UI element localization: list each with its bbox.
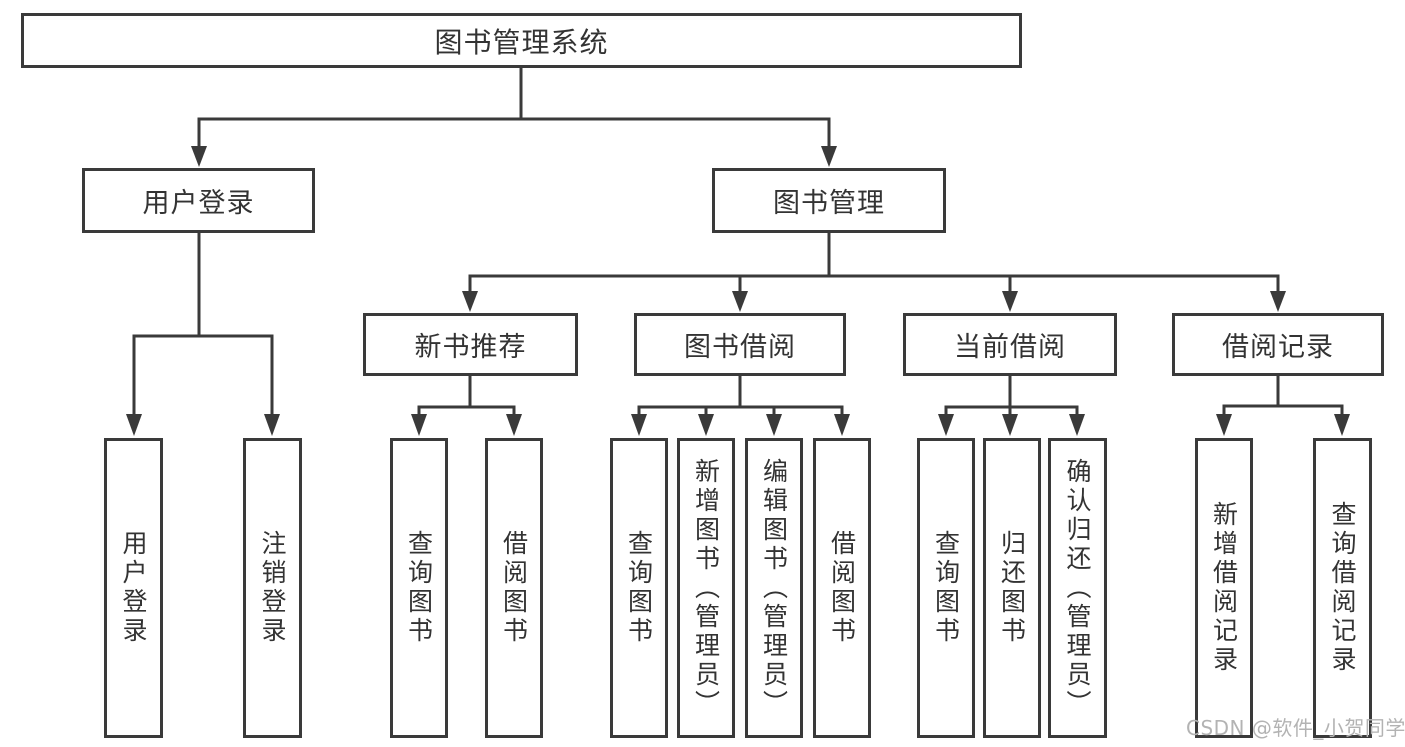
leaf-query-books-recommend: 查询图书 [390,438,448,738]
leaf-edit-book-admin: 编辑图书（管理员） [745,438,803,738]
arrowhead-icon [191,146,207,167]
connector-mgmt-to-level3 [462,233,1286,312]
leaf-user-login: 用户登录 [104,438,163,738]
arrowhead-icon [1002,291,1018,312]
leaf-add-book-admin: 新增图书（管理员） [677,438,735,738]
node-new-book-recommend: 新书推荐 [363,313,578,376]
connector-records-fan [1216,375,1350,436]
leaf-query-borrow-record: 查询借阅记录 [1313,438,1372,738]
arrowhead-icon [264,414,280,436]
arrowhead-icon [821,146,837,167]
leaf-query-books-borrow: 查询图书 [610,438,668,738]
leaf-query-books-current: 查询图书 [917,438,975,738]
leaf-logout: 注销登录 [243,438,302,738]
leaf-borrow-books-recommend: 借阅图书 [485,438,543,738]
arrowhead-icon [1069,414,1085,436]
arrowhead-icon [1002,414,1018,436]
arrowhead-icon [411,414,427,436]
connector-newbook-fan [411,375,522,436]
leaf-confirm-return-admin: 确认归还（管理员） [1048,438,1107,738]
node-book-borrowing: 图书借阅 [634,313,846,376]
leaf-borrow-books: 借阅图书 [813,438,871,738]
node-library-system: 图书管理系统 [21,13,1022,68]
arrowhead-icon [732,291,748,312]
arrowhead-icon [1334,414,1350,436]
arrowhead-icon [126,414,142,436]
watermark: CSDN @软件_小贺同学 [1186,716,1405,740]
node-book-management: 图书管理 [712,168,946,233]
leaf-add-borrow-record: 新增借阅记录 [1195,438,1253,738]
arrowhead-icon [462,291,478,312]
node-current-borrowing: 当前借阅 [903,313,1117,376]
arrowhead-icon [766,414,782,436]
arrowhead-icon [698,414,714,436]
arrowhead-icon [938,414,954,436]
arrowhead-icon [506,414,522,436]
connector-borrow-fan [631,375,850,436]
connector-root-to-level2 [191,67,837,167]
arrowhead-icon [1270,291,1286,312]
node-user-login: 用户登录 [82,168,315,233]
node-borrow-records: 借阅记录 [1172,313,1384,376]
connector-current-fan [938,375,1085,436]
leaf-return-book: 归还图书 [983,438,1041,738]
arrowhead-icon [834,414,850,436]
connector-login-to-leaves [126,233,280,436]
arrowhead-icon [1216,414,1232,436]
arrowhead-icon [631,414,647,436]
